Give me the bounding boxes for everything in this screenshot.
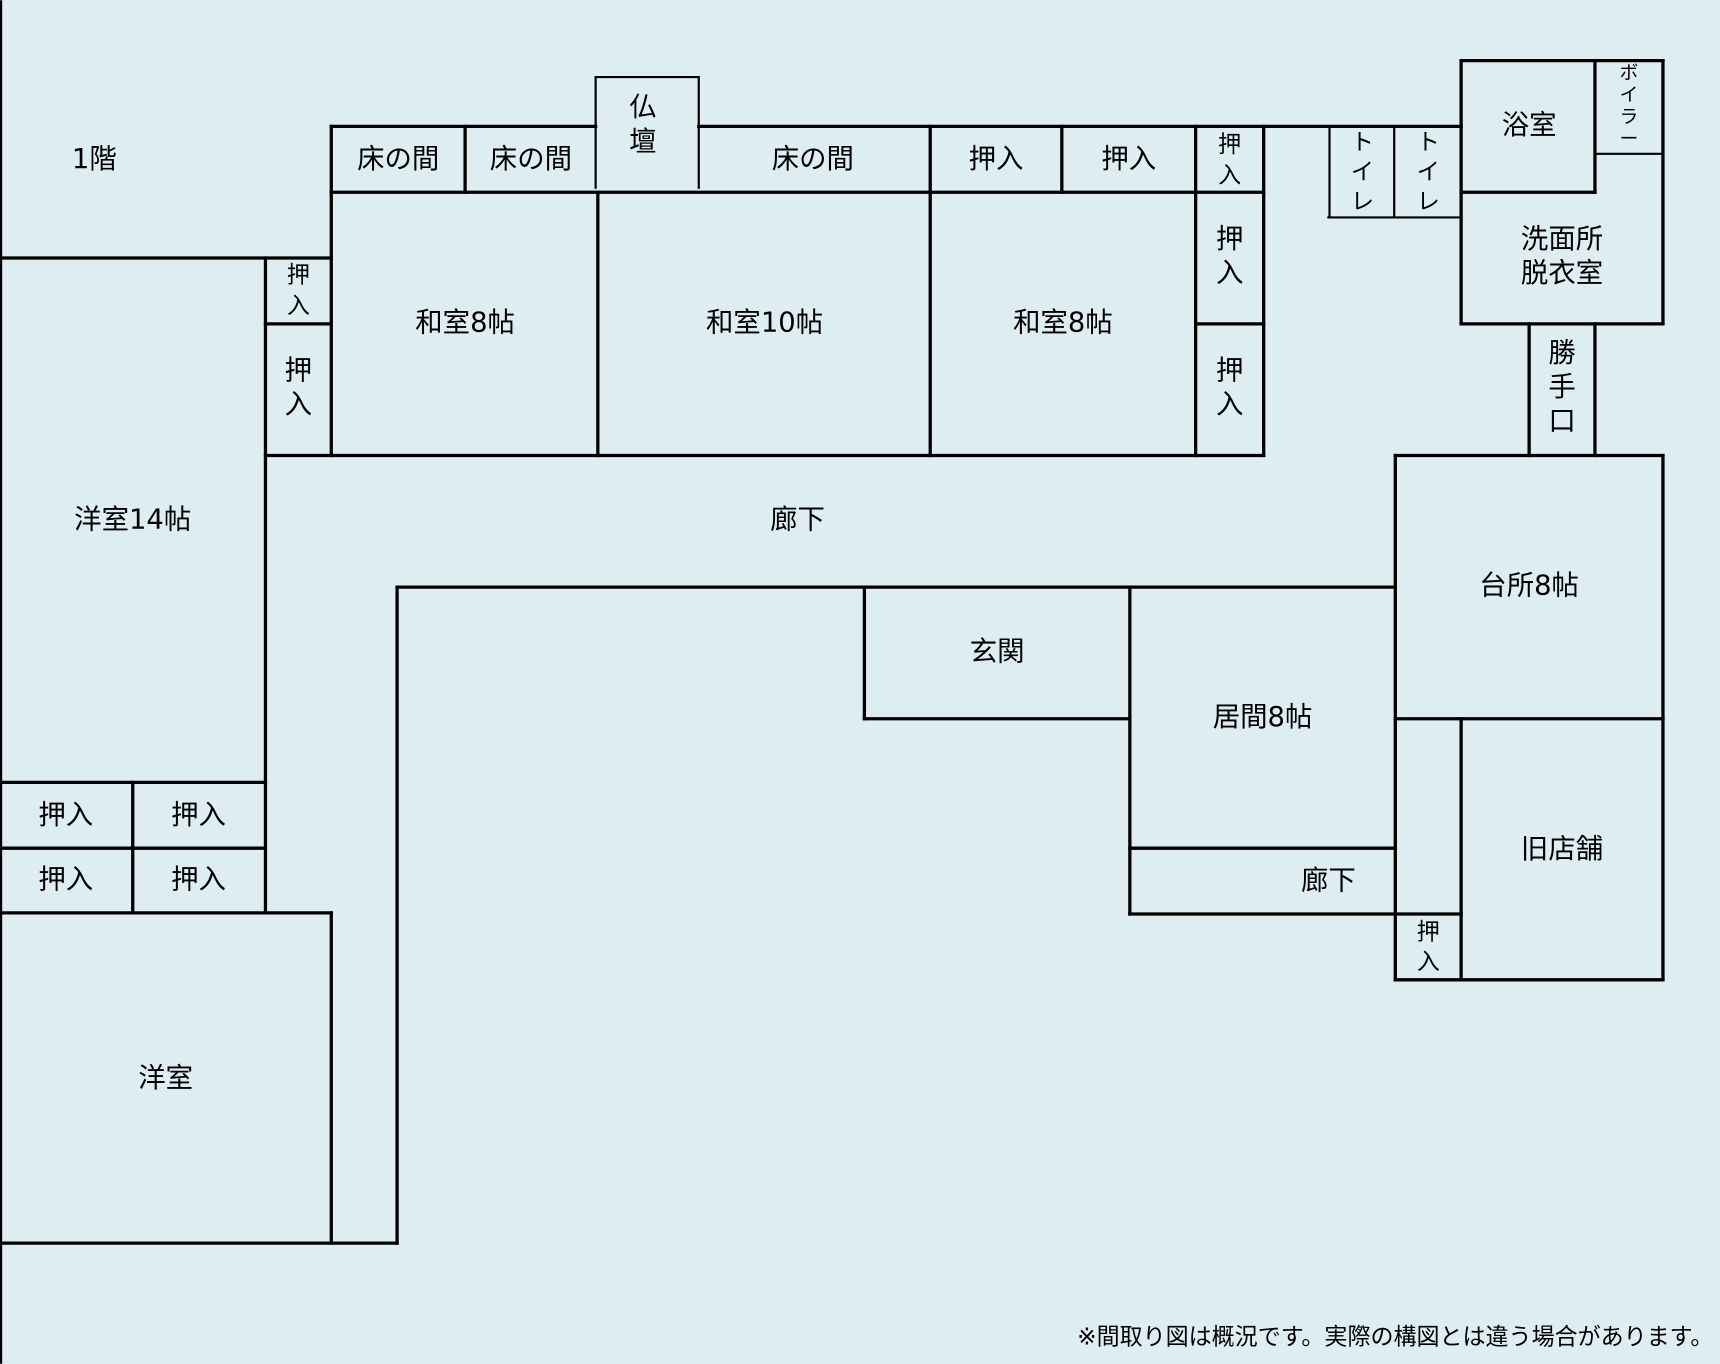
oshiire-small: 押 — [1417, 920, 1440, 946]
katteguchi: 勝 — [1548, 338, 1575, 369]
datsuishitsu: 脱衣室 — [1521, 258, 1603, 289]
oshiire-right-2: 押 — [1216, 356, 1243, 387]
youshitsu: 洋室 — [138, 1063, 193, 1094]
toilet-2: レ — [1417, 189, 1440, 215]
oshiire-left-1: 入 — [287, 293, 310, 319]
toilet-1: イ — [1351, 159, 1374, 185]
disclaimer-note: ※間取り図は概況です。実際の構図とは違う場合があります。 — [1077, 1324, 1713, 1350]
toilet-1: ト — [1351, 130, 1374, 156]
toilet-2: ト — [1417, 130, 1440, 156]
butsudan: 壇 — [629, 126, 656, 157]
tokonoma-1: 床の間 — [357, 144, 439, 175]
bath: 浴室 — [1502, 110, 1557, 141]
oshiire-right-1: 押 — [1216, 224, 1243, 255]
oshiire-right-2: 入 — [1216, 390, 1243, 421]
katteguchi: 手 — [1548, 372, 1575, 403]
oshiire-top-3: 入 — [1218, 163, 1241, 189]
oshiire-top-3: 押 — [1218, 132, 1241, 158]
oshiire-top-1: 押入 — [969, 144, 1024, 175]
tokonoma-3: 床の間 — [772, 144, 854, 175]
boiler: イ — [1620, 85, 1639, 106]
oshiire-small: 入 — [1417, 949, 1440, 975]
boiler: ラ — [1620, 107, 1639, 128]
butsudan: 仏 — [629, 92, 656, 123]
genkan: 玄関 — [970, 636, 1025, 667]
ima: 居間8帖 — [1213, 702, 1313, 733]
katteguchi: 口 — [1548, 406, 1575, 437]
oshiire-left-2: 入 — [285, 390, 312, 421]
rouka: 廊下 — [770, 505, 825, 536]
oshiire-grid: 押入 — [171, 864, 226, 895]
tokonoma-2: 床の間 — [490, 144, 572, 175]
kitchen: 台所8帖 — [1479, 571, 1579, 602]
washitsu-10: 和室10帖 — [706, 307, 823, 338]
oshiire-top-2: 押入 — [1101, 144, 1156, 175]
toilet-2: イ — [1417, 159, 1440, 185]
oshiire-grid: 押入 — [38, 800, 93, 831]
floor-label: 1階 — [72, 144, 117, 175]
oshiire-left-1: 押 — [287, 263, 310, 289]
oshiire-left-2: 押 — [285, 356, 312, 387]
washitsu-8-left: 和室8帖 — [415, 307, 515, 338]
toilet-1: レ — [1351, 189, 1374, 215]
washitsu-8-right: 和室8帖 — [1013, 307, 1113, 338]
youshitsu-14: 洋室14帖 — [74, 505, 191, 536]
boiler: ー — [1620, 129, 1639, 150]
senmenjo: 洗面所 — [1521, 224, 1603, 255]
boiler: ボ — [1620, 63, 1639, 84]
rouka-2: 廊下 — [1301, 866, 1356, 897]
walls — [0, 0, 1665, 1364]
oshiire-right-1: 入 — [1216, 258, 1243, 289]
oshiire-grid: 押入 — [38, 864, 93, 895]
oshiire-grid: 押入 — [171, 800, 226, 831]
kyutenpo: 旧店舗 — [1521, 834, 1603, 865]
